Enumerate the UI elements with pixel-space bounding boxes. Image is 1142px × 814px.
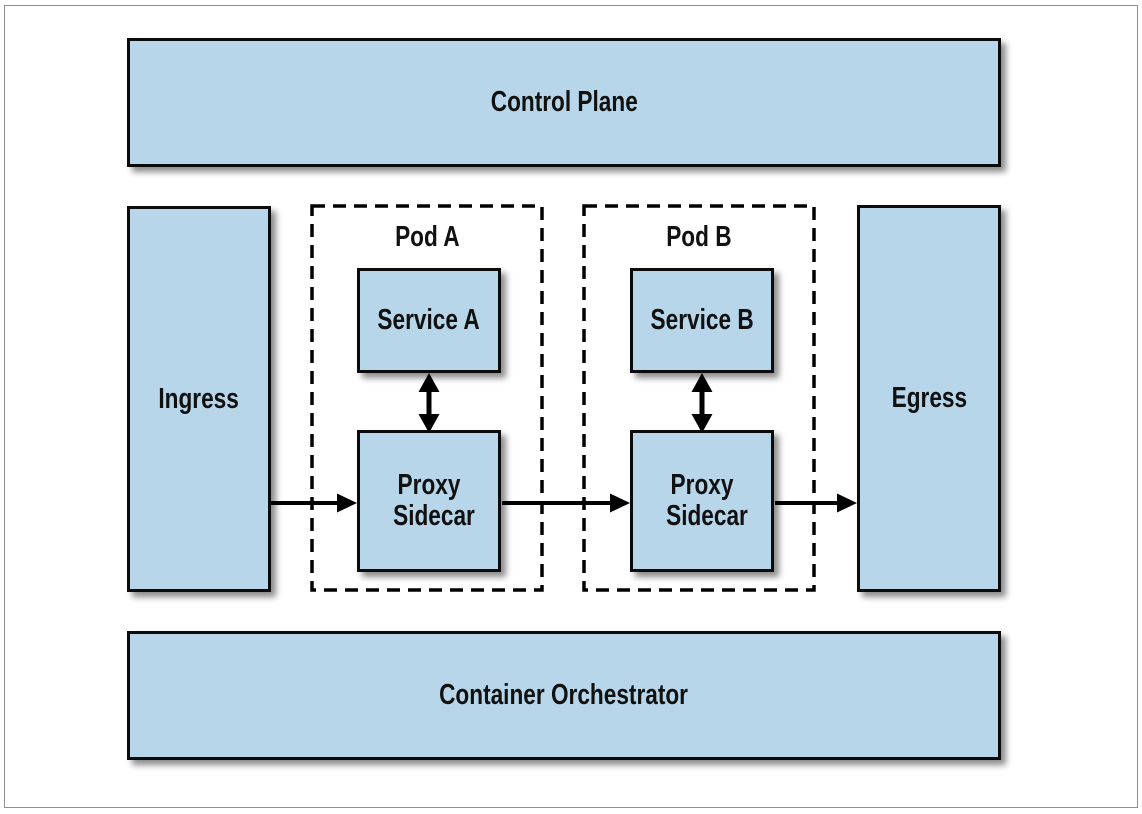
proxy-sidecar-a-box: Proxy Sidecar [357, 430, 501, 572]
ingress-box: Ingress [127, 206, 271, 592]
arrow-proxy-a-to-proxy-b [502, 493, 630, 513]
proxy-sidecar-b-box: Proxy Sidecar [630, 430, 774, 572]
egress-box: Egress [857, 205, 1001, 592]
service-a-box: Service A [357, 268, 501, 373]
ingress-label: Ingress [158, 382, 240, 415]
proxy-sidecar-b-label: Proxy Sidecar [666, 469, 748, 532]
control-plane-box: Control Plane [127, 38, 1001, 167]
pod-b-title: Pod B [666, 221, 732, 253]
arrow-ingress-to-proxy-a [271, 493, 357, 513]
pod-a-title: Pod A [394, 221, 460, 253]
pod-b-boundary [582, 204, 816, 592]
egress-label: Egress [891, 382, 967, 414]
container-orchestrator-box: Container Orchestrator [127, 631, 1001, 760]
proxy-sidecar-a-label: Proxy Sidecar [393, 469, 475, 532]
service-a-label: Service A [377, 304, 481, 336]
control-plane-label: Control Plane [490, 86, 638, 118]
service-b-label: Service B [650, 304, 754, 336]
double-arrow-service-a-proxy-a [418, 373, 440, 433]
arrow-proxy-b-to-egress [775, 493, 857, 513]
double-arrow-service-b-proxy-b [691, 373, 713, 433]
service-b-box: Service B [630, 268, 774, 373]
container-orchestrator-label: Container Orchestrator [439, 679, 689, 711]
pod-a-boundary [310, 204, 544, 592]
